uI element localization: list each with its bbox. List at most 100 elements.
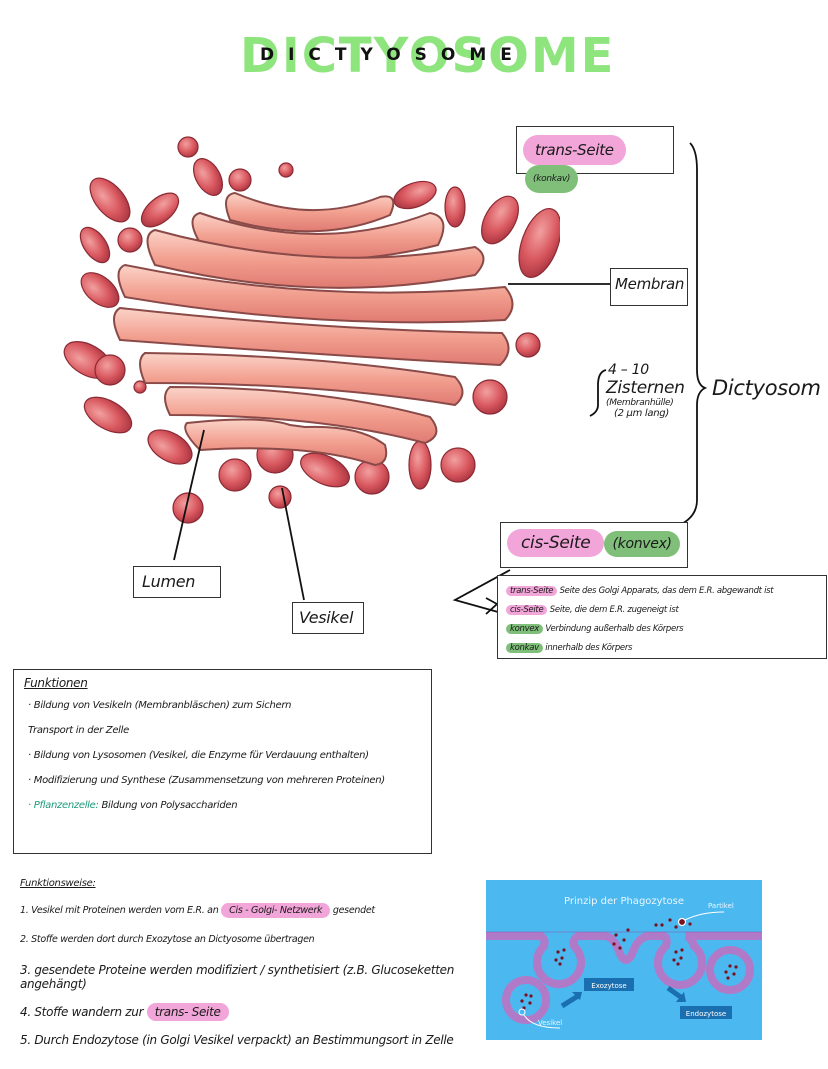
- step-2: 2. Stoffe werden dort durch Exozytose an…: [20, 934, 315, 945]
- phago-title: Prinzip der Phagozytose: [564, 896, 684, 907]
- endozytose-arrowhead: [676, 992, 686, 1002]
- vesicle: [218, 458, 252, 492]
- funktion-item: Transport in der Zelle: [28, 725, 129, 736]
- vesikel-marker: [518, 1008, 526, 1016]
- legend-item: trans-Seite Seite des Golgi Apparats, da…: [506, 582, 818, 601]
- step-text: gesendet: [332, 905, 375, 916]
- title-highlight: DICTYOSOME: [240, 28, 616, 84]
- legend-arrowhead: [485, 597, 499, 615]
- dictyosom-brace: [671, 142, 708, 529]
- cisternae: [113, 191, 514, 467]
- title-text: DICTYOSOME: [260, 45, 526, 65]
- legend-text: Seite des Golgi Apparats, das dem E.R. a…: [559, 586, 774, 596]
- legend-box: trans-Seite Seite des Golgi Apparats, da…: [497, 575, 827, 659]
- exozytose-badge: [584, 978, 634, 991]
- partikel-pointer: [684, 911, 725, 921]
- cis-side-label: cis-Seite: [507, 529, 605, 557]
- cisterna: [139, 351, 464, 407]
- vesicle: [117, 227, 143, 253]
- cis-side-label-box: cis-Seite(konvex): [500, 522, 688, 568]
- step-text: 1. Vesikel mit Proteinen werden vom E.R.…: [20, 905, 219, 916]
- membrane-path: [486, 932, 762, 989]
- endozytose-arrow: [666, 985, 684, 1001]
- legend-text: Seite, die dem E.R. zugeneigt ist: [549, 605, 679, 615]
- vesicle: [268, 485, 292, 509]
- vesicle: [228, 168, 252, 192]
- vesicle: [140, 192, 180, 228]
- vesicle: [444, 186, 466, 228]
- vesicle: [89, 177, 131, 223]
- vesicle: [300, 452, 350, 488]
- zisternen-length: (2 µm lang): [614, 408, 669, 419]
- step-5: 5. Durch Endozytose (in Golgi Vesikel ve…: [20, 1033, 454, 1047]
- legend-text: Verbindung außerhalb des Körpers: [545, 624, 684, 634]
- exozytose-arrow: [560, 993, 580, 1009]
- cisterna: [113, 306, 510, 367]
- page-title: DICTYOSOME DICTYOSOME: [240, 28, 613, 84]
- zisternen-count: 4 – 10: [608, 362, 649, 378]
- funktion-item: · Bildung von Vesikeln (Membranbläschen)…: [28, 700, 292, 711]
- exozytose-label: Exozytose: [591, 982, 626, 990]
- step-3: 3. gesendete Proteine werden modifiziert…: [20, 963, 455, 991]
- vesicle: [192, 158, 224, 196]
- funktion-item: · Modifizierung und Synthese (Zusammense…: [28, 775, 385, 786]
- vesicle: [94, 354, 126, 386]
- phagozytose-diagram: Prinzip der Phagozytose Partikel Vesikel…: [486, 880, 762, 1040]
- zisternen-annotation: 4 – 10 Zisternen (Membranhülle) (2 µm la…: [592, 362, 702, 419]
- exozytose-arrowhead: [572, 992, 582, 1000]
- step-highlight: Cis - Golgi- Netzwerk: [221, 903, 331, 918]
- cell-membrane: [486, 932, 762, 989]
- endozytose-label: Endozytose: [686, 1010, 726, 1018]
- trans-side-label: trans-Seite: [523, 135, 626, 165]
- legend-item: cis-Seite Seite, die dem E.R. zugeneigt …: [506, 601, 818, 620]
- legend-text: innerhalb des Körpers: [545, 643, 633, 653]
- legend-tag: konkav: [506, 643, 543, 653]
- golgi-illustration: [63, 136, 560, 524]
- legend-tag: cis-Seite: [506, 605, 548, 615]
- funktionsweise-heading: Funktionsweise:: [20, 878, 96, 889]
- step-text: 4. Stoffe wandern zur: [20, 1005, 144, 1019]
- endocytic-vesicle-circle: [706, 946, 754, 994]
- vesicle: [80, 272, 120, 308]
- step-4: 4. Stoffe wandern zur trans- Seite: [20, 1003, 480, 1021]
- step-highlight: trans- Seite: [146, 1003, 229, 1021]
- vesicle: [79, 226, 111, 264]
- cisterna: [117, 263, 514, 324]
- funktionen-box: Funktionen · Bildung von Vesikeln (Membr…: [13, 669, 432, 854]
- vesicle: [83, 396, 133, 434]
- vesicle: [440, 447, 476, 483]
- vesicle: [172, 492, 204, 524]
- legend-item: konvex Verbindung außerhalb des Körpers: [506, 620, 818, 639]
- plant-text: Bildung von Polysacchariden: [101, 800, 238, 811]
- vesikel-label: Vesikel: [292, 602, 364, 634]
- cisterna: [225, 191, 395, 233]
- vesicle: [393, 180, 437, 210]
- vesicle: [408, 440, 432, 490]
- cis-shape-label: (konvex): [604, 531, 680, 557]
- vesikel-pointer: [523, 1014, 561, 1029]
- funktion-item-plant: · Pflanzenzelle: Bildung von Polysacchar…: [28, 800, 421, 811]
- plant-label: · Pflanzenzelle:: [28, 800, 99, 811]
- vesicle: [518, 208, 560, 278]
- vesicle: [133, 380, 147, 394]
- legend-tag: konvex: [506, 624, 544, 634]
- partikel-marker: [677, 917, 687, 927]
- legend-tag: trans-Seite: [506, 586, 558, 596]
- funktionen-heading: Funktionen: [24, 676, 88, 690]
- vesicle: [481, 195, 519, 245]
- dictyosom-label: Dictyosom: [712, 376, 821, 400]
- endozytose-badge: [680, 1006, 732, 1019]
- zisternen-note: (Membranhülle): [606, 398, 674, 408]
- membran-label: Membran: [610, 268, 688, 306]
- cisterna: [164, 385, 438, 445]
- particles: [520, 918, 738, 1010]
- vesikel-circle: [502, 976, 550, 1024]
- funktion-item: · Bildung von Lysosomen (Vesikel, die En…: [28, 750, 369, 761]
- vesicle: [354, 459, 390, 495]
- partikel-label: Partikel: [708, 902, 734, 910]
- vesicle: [515, 332, 541, 358]
- zisternen-label: Zisternen: [606, 378, 685, 398]
- trans-side-label-box: trans-Seite(konkav): [516, 126, 674, 193]
- funktionsweise-section: Funktionsweise: 1. Vesikel mit Proteinen…: [20, 878, 480, 1061]
- cisterna: [146, 228, 485, 289]
